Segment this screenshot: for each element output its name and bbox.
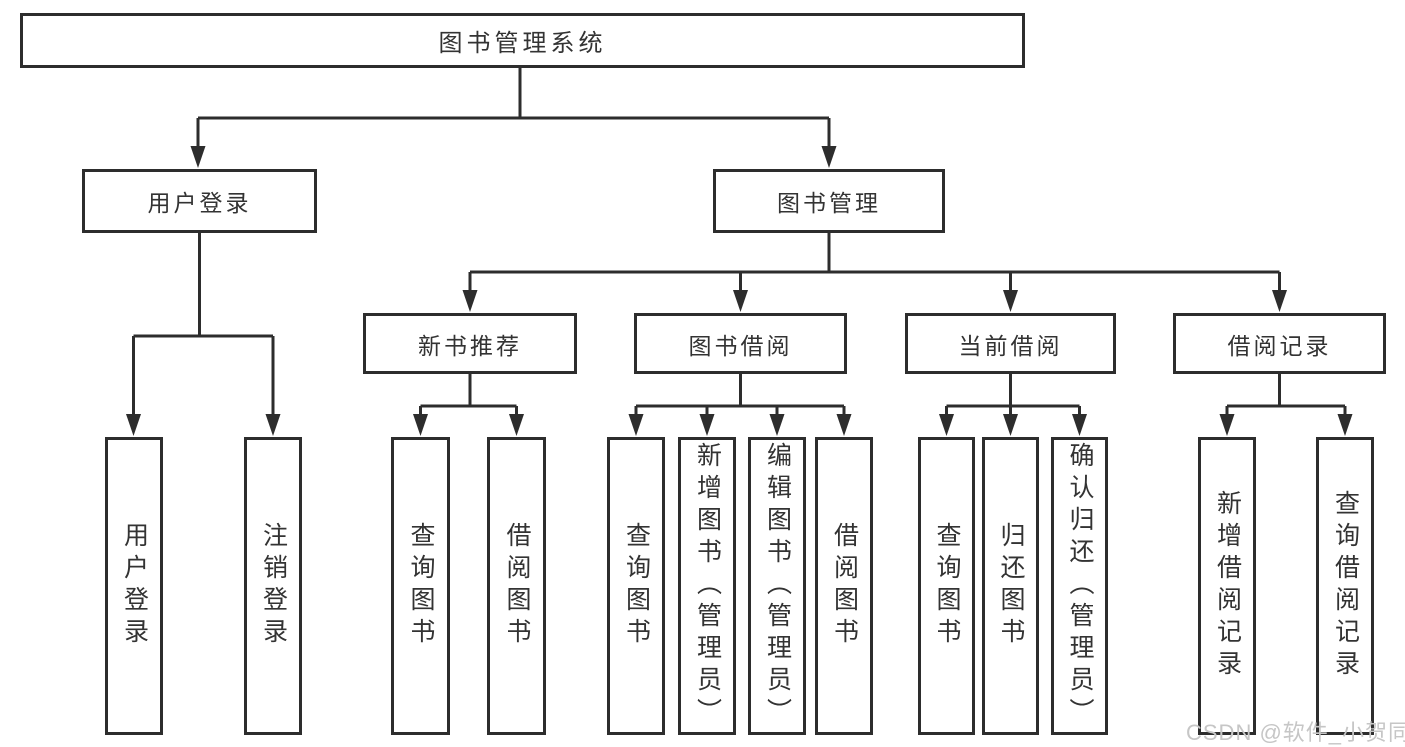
leaf-add-books-admin: 新增图书（管理员） [678,437,736,735]
leaf-label: 归还图书 [997,522,1025,650]
leaf-label: 借阅图书 [503,522,531,650]
leaf-label: 查询借阅记录 [1331,490,1360,682]
leaf-label: 查询图书 [407,522,435,650]
leaf-logout: 注销登录 [244,437,302,735]
leaf-user-login: 用户登录 [105,437,163,735]
node-library-management-system: 图书管理系统 [20,13,1025,68]
node-new-book-recommendation: 新书推荐 [363,313,577,374]
leaf-label: 注销登录 [259,522,288,650]
csdn-watermark: CSDN @软件_小贺同学 [1186,720,1405,745]
node-user-login: 用户登录 [82,169,317,233]
node-book-borrowing: 图书借阅 [634,313,847,374]
node-book-management: 图书管理 [713,169,945,233]
leaf-query-borrow-record: 查询借阅记录 [1316,437,1374,735]
leaf-confirm-return-admin: 确认归还（管理员） [1051,437,1108,735]
leaf-label: 用户登录 [120,522,149,650]
leaf-label: 确认归还（管理员） [1066,442,1094,730]
leaf-label: 借阅图书 [830,522,859,650]
leaf-add-borrow-record: 新增借阅记录 [1198,437,1256,735]
leaf-borrow-books: 借阅图书 [815,437,873,735]
leaf-borrow-books-recommend: 借阅图书 [487,437,546,735]
leaf-label: 编辑图书（管理员） [763,442,792,730]
leaf-query-books-current: 查询图书 [918,437,975,735]
leaf-label: 新增借阅记录 [1213,490,1242,682]
node-current-borrowing: 当前借阅 [905,313,1116,374]
node-borrowing-records: 借阅记录 [1173,313,1386,374]
leaf-label: 新增图书（管理员） [693,442,722,730]
leaf-return-books: 归还图书 [982,437,1039,735]
leaf-query-books-borrowing: 查询图书 [607,437,665,735]
leaf-edit-books-admin: 编辑图书（管理员） [748,437,806,735]
leaf-label: 查询图书 [622,522,651,650]
leaf-label: 查询图书 [933,522,961,650]
leaf-query-books-recommend: 查询图书 [391,437,450,735]
